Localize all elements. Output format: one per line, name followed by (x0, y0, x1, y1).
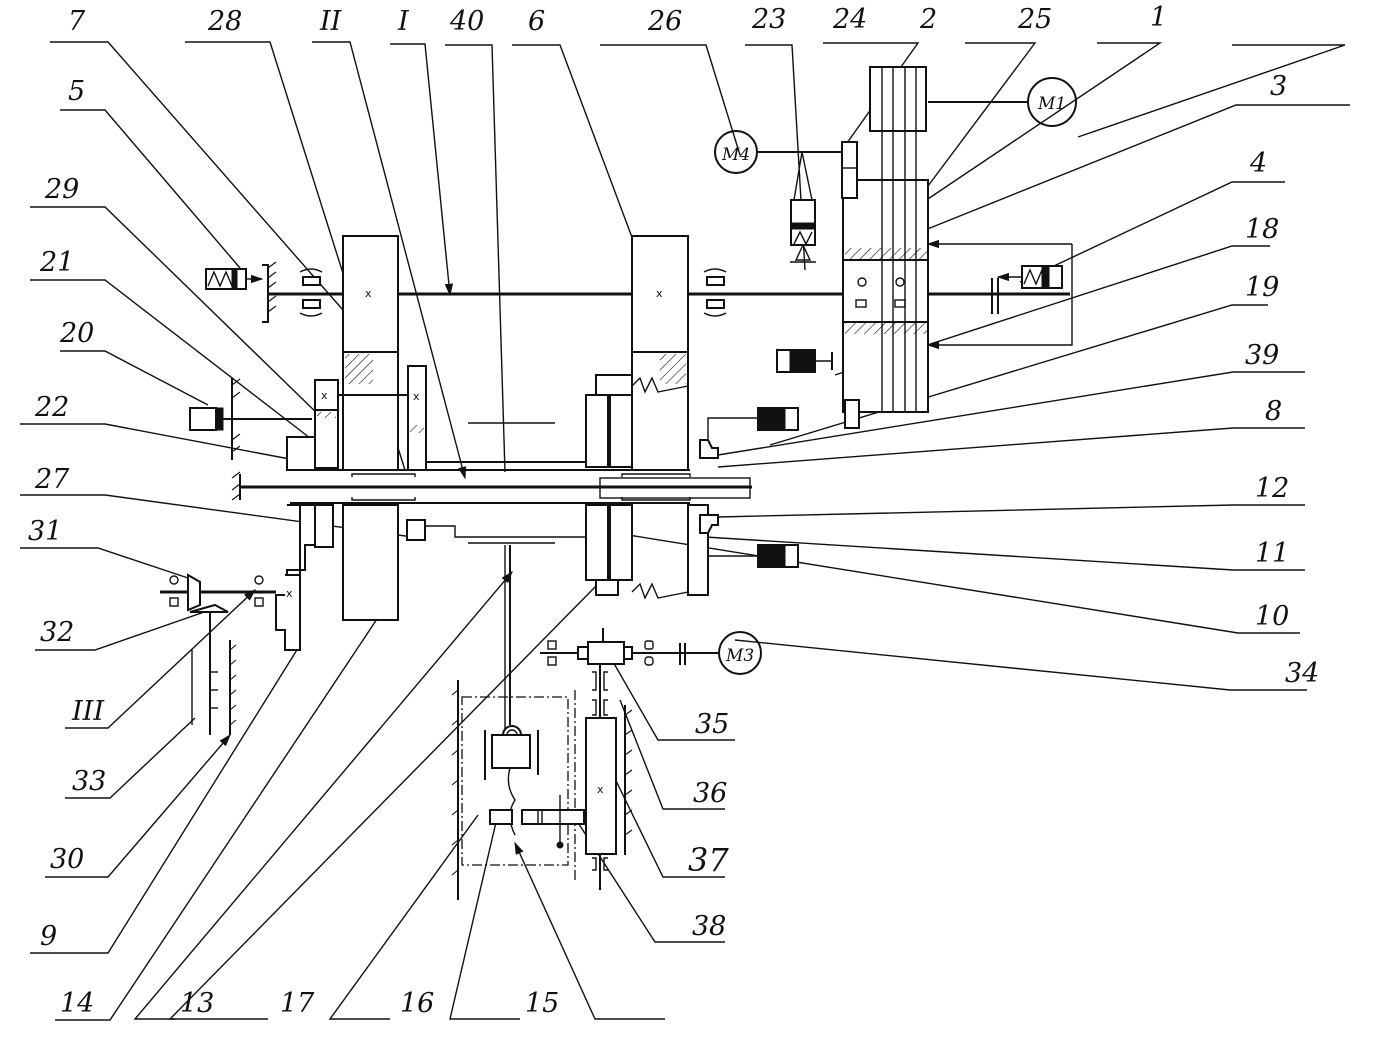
label-22: 22 (34, 392, 69, 423)
svg-text:x: x (413, 390, 420, 403)
pulley-block-2-3 (842, 66, 1073, 429)
label-5: 5 (68, 76, 85, 107)
label-30: 30 (50, 844, 84, 875)
label-40: 40 (449, 6, 484, 37)
label-39: 39 (1245, 340, 1279, 371)
callout-leaders (20, 41, 1350, 1021)
bearing-icon (706, 276, 725, 286)
bearing-icon (706, 299, 725, 309)
gear-27 (406, 519, 426, 541)
label-9: 9 (40, 921, 57, 952)
label-19: 19 (1245, 272, 1279, 303)
label-28: 28 (207, 6, 242, 37)
gear-7: x (342, 235, 399, 471)
label-shaft-III: III (71, 696, 105, 727)
label-34: 34 (1285, 658, 1319, 689)
gear-6: x (631, 235, 689, 471)
label-2: 2 (919, 4, 937, 35)
label-16: 16 (400, 988, 434, 1019)
label-4: 4 (1249, 148, 1267, 179)
label-24: 24 (832, 4, 867, 35)
svg-text:x: x (321, 389, 328, 402)
shaft-I (205, 261, 1070, 323)
label-15: 15 (525, 988, 559, 1019)
label-32: 32 (40, 617, 74, 648)
label-6: 6 (528, 6, 545, 37)
gear-30-rack: x (275, 504, 600, 730)
bearing-icon (302, 299, 321, 309)
label-17: 17 (280, 988, 315, 1019)
motor-M1: M1 (1027, 77, 1077, 127)
label-7: 7 (68, 6, 86, 37)
svg-text:x: x (365, 287, 372, 300)
svg-text:x: x (286, 587, 293, 600)
svg-text:M4: M4 (721, 145, 750, 165)
motor-M3: M3 (718, 631, 762, 675)
label-18: 18 (1245, 214, 1279, 245)
svg-text:x: x (656, 287, 663, 300)
svg-text:M3: M3 (725, 646, 754, 666)
motor-M4: M4 (714, 130, 858, 263)
carriage-17 (451, 545, 585, 900)
label-shaft-I: I (397, 6, 410, 37)
label-11: 11 (1255, 538, 1289, 569)
label-12: 12 (1255, 473, 1289, 504)
label-8: 8 (1265, 396, 1282, 427)
cam-24 (841, 141, 858, 199)
clutch-18 (776, 349, 833, 373)
label-shaft-II: II (319, 6, 343, 37)
label-37: 37 (688, 841, 729, 879)
shaft-II (231, 469, 752, 504)
label-25: 25 (1017, 4, 1052, 35)
label-23: 23 (751, 4, 786, 35)
clutch-19 (707, 407, 799, 440)
label-13: 13 (180, 988, 214, 1019)
label-26: 26 (647, 6, 682, 37)
gear-stack-21-29: x x (189, 365, 600, 471)
label-1: 1 (1150, 2, 1167, 33)
label-21: 21 (39, 247, 74, 278)
callout-labels: 7 28 II I 40 6 26 23 24 2 25 1 3 4 18 19… (28, 2, 1319, 1019)
gear-37: x (585, 664, 633, 890)
clutch-assembly-8-12 (585, 374, 719, 600)
label-33: 33 (72, 766, 106, 797)
clutch-22 (286, 436, 316, 471)
label-3: 3 (1270, 71, 1287, 102)
label-10: 10 (1255, 601, 1289, 632)
svg-text:x: x (597, 783, 604, 796)
gear-9 (342, 504, 399, 621)
label-20: 20 (59, 318, 94, 349)
clutch-lower (707, 528, 799, 568)
bearing-icon (302, 276, 321, 286)
shaft-III (160, 573, 276, 735)
label-38: 38 (692, 911, 726, 942)
label-29: 29 (44, 174, 79, 205)
svg-text:M1: M1 (1037, 94, 1066, 114)
label-36: 36 (693, 778, 727, 809)
worm-drive-35 (540, 628, 718, 666)
label-14: 14 (60, 988, 94, 1019)
label-27: 27 (34, 464, 70, 495)
label-31: 31 (28, 516, 62, 547)
label-35: 35 (695, 709, 729, 740)
